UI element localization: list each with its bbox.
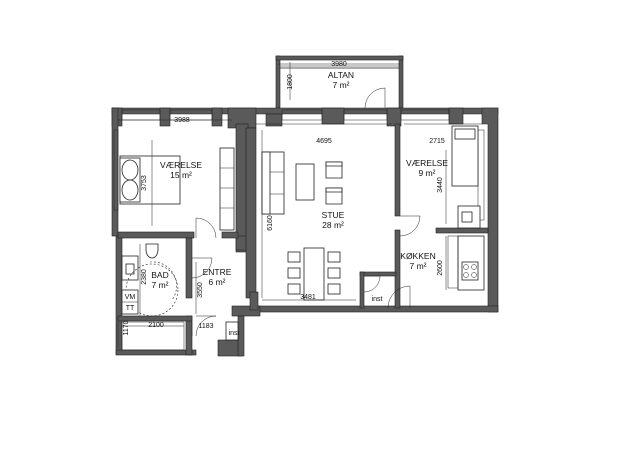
vaerelse-left-name: VÆRELSE xyxy=(160,160,202,170)
vaerelse-left-area: 15 m² xyxy=(170,170,192,180)
dim-stue-bottom: 3481 xyxy=(300,294,316,301)
vaerelse-right-name: VÆRELSE xyxy=(406,158,448,168)
kitchen-counter xyxy=(447,235,485,291)
balcony-door-swing xyxy=(364,87,386,109)
bed-double xyxy=(119,155,181,205)
sofa xyxy=(261,151,285,215)
dimension-labels: 3980 1800 3988 3753 4695 6160 3481 2715 … xyxy=(123,61,445,336)
dim-entre-bottom: 1183 xyxy=(198,323,213,330)
entre-area: 6 m² xyxy=(209,277,226,287)
dim-bad-width: 2100 xyxy=(148,322,164,329)
dim-altan-depth: 1800 xyxy=(287,74,294,90)
dim-altan-width: 3980 xyxy=(331,61,347,68)
balcony xyxy=(275,55,404,109)
lower-cabinet xyxy=(121,321,239,351)
dim-bad-depth: 2380 xyxy=(141,269,148,285)
dim-bad-bottom: 1170 xyxy=(123,320,130,335)
doors xyxy=(191,215,421,337)
dim-vaerelse-left-width: 3988 xyxy=(174,117,190,124)
bathroom-fixtures xyxy=(121,243,179,317)
tt-label: TT xyxy=(126,305,135,312)
inst-label-stue: inst xyxy=(372,296,383,303)
armchairs xyxy=(325,161,343,205)
dimension-lines xyxy=(117,63,482,348)
stue-area: 28 m² xyxy=(322,220,344,230)
exterior-wall-top xyxy=(111,107,499,129)
dining-table xyxy=(287,247,341,301)
balcony-wall-top xyxy=(275,55,404,61)
dim-vaerelse-left-depth: 3753 xyxy=(141,175,148,191)
dim-entre-depth: 3550 xyxy=(197,282,204,298)
misc-labels: inst inst VM TT xyxy=(125,294,383,337)
inst-label-entre: inst xyxy=(229,330,240,337)
entre-name: ENTRE xyxy=(203,267,232,277)
dim-vaerelse-right-depth: 3440 xyxy=(437,177,444,193)
bed-single xyxy=(451,125,479,187)
room-label-stue: STUE 28 m² xyxy=(322,210,345,230)
dim-stue-width: 4695 xyxy=(316,138,332,145)
dim-vaerelse-right-width: 2715 xyxy=(429,138,445,145)
dim-stue-depth: 6160 xyxy=(267,215,274,231)
altan-name: ALTAN xyxy=(328,70,354,80)
room-label-vaerelse-right: VÆRELSE 9 m² xyxy=(406,158,448,178)
exterior-wall-bottom xyxy=(217,305,499,357)
altan-area: 7 m² xyxy=(333,80,350,90)
room-label-koekken: KØKKEN 7 m² xyxy=(400,251,435,271)
bad-name: BAD xyxy=(151,270,168,280)
koekken-area: 7 m² xyxy=(410,261,427,271)
coffee-table xyxy=(295,163,315,201)
dim-koekken-depth: 2600 xyxy=(437,260,444,276)
room-label-altan: ALTAN 7 m² xyxy=(328,70,354,90)
stue-name: STUE xyxy=(322,210,345,220)
room-label-bad: BAD 7 m² xyxy=(151,270,168,290)
koekken-name: KØKKEN xyxy=(400,251,435,261)
room-label-vaerelse-left: VÆRELSE 15 m² xyxy=(160,160,202,180)
vm-label: VM xyxy=(125,294,136,301)
interior-walls xyxy=(117,123,489,322)
desk xyxy=(457,205,481,229)
room-label-entre: ENTRE 6 m² xyxy=(203,267,232,287)
wardrobe-left xyxy=(219,147,235,231)
vaerelse-right-area: 9 m² xyxy=(419,168,436,178)
bad-area: 7 m² xyxy=(152,280,169,290)
